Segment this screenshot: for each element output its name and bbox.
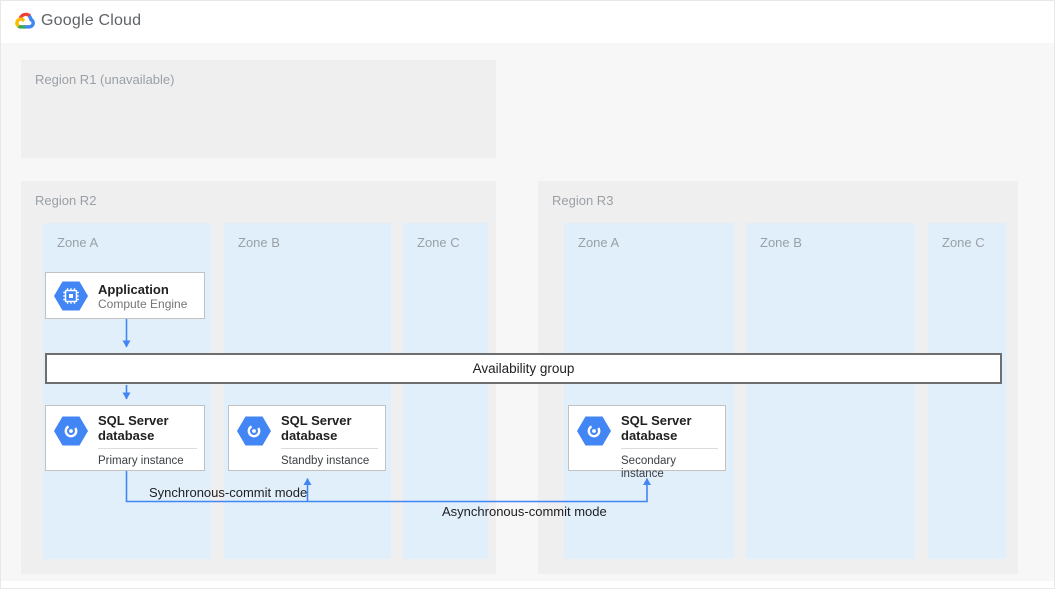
sql-node-title: SQL Server database xyxy=(98,413,169,443)
cloud-sql-icon xyxy=(577,416,611,446)
sql-standby-node: SQL Server database Standby instance xyxy=(228,405,386,471)
region-r2-zone-c: Zone C xyxy=(403,223,488,559)
region-r2-zone-b: Zone B xyxy=(224,223,391,559)
google-cloud-logo-icon xyxy=(15,12,35,29)
region-r1-label: Region R1 (unavailable) xyxy=(35,72,175,87)
async-commit-label: Asynchronous-commit mode xyxy=(442,504,607,519)
zone-label: Zone A xyxy=(57,235,99,250)
application-node: Application Compute Engine xyxy=(45,272,205,319)
application-title: Application xyxy=(98,282,169,297)
availability-group-label: Availability group xyxy=(472,361,575,376)
zone-label: Zone B xyxy=(238,235,280,250)
zone-label: Zone B xyxy=(760,235,802,250)
sql-node-title: SQL Server database xyxy=(281,413,352,443)
sql-instance-label: Secondary instance xyxy=(621,448,718,481)
application-subtitle: Compute Engine xyxy=(98,297,188,311)
cloud-sql-icon xyxy=(54,416,88,446)
sql-secondary-node: SQL Server database Secondary instance xyxy=(568,405,726,480)
zone-label: Zone C xyxy=(417,235,460,250)
header: Google Cloud xyxy=(1,1,1054,43)
region-r3-zone-b: Zone B xyxy=(746,223,915,559)
region-r3-label: Region R3 xyxy=(552,193,614,208)
zone-label: Zone C xyxy=(942,235,985,250)
brand-title: Google Cloud xyxy=(41,12,142,29)
sync-commit-label: Synchronous-commit mode xyxy=(149,485,308,500)
region-r2-label: Region R2 xyxy=(35,193,97,208)
sql-primary-node: SQL Server database Primary instance xyxy=(45,405,205,471)
availability-group-bar: Availability group xyxy=(45,353,1002,384)
sql-instance-label: Standby instance xyxy=(281,448,378,468)
compute-engine-icon xyxy=(54,281,88,311)
sql-node-title: SQL Server database xyxy=(621,413,692,443)
zone-label: Zone A xyxy=(578,235,620,250)
region-r3-zone-a: Zone A xyxy=(564,223,734,559)
sql-instance-label: Primary instance xyxy=(98,448,197,468)
cloud-sql-icon xyxy=(237,416,271,446)
region-r1-unavailable: Region R1 (unavailable) xyxy=(21,60,496,158)
region-r3-zone-c: Zone C xyxy=(928,223,1006,559)
